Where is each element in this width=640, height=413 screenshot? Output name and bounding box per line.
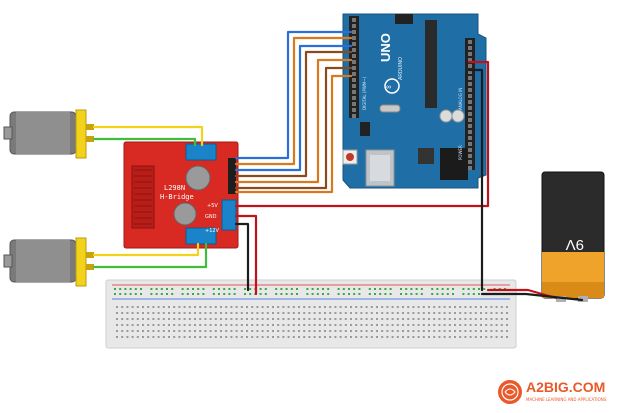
arduino-uno-board: UNO ARDUINO ∞ DIGITAL (PWM~) POWER ANALO… [342,13,487,189]
driver-pin-5v: +5V [207,203,218,209]
breadboard-power-rail [114,288,506,295]
wire-brown-1 [234,50,353,178]
wire-orange-3 [234,74,353,194]
driver-title-line2: H-Bridge [160,193,194,201]
arduino-logo-icon [384,78,400,94]
wire-red-vin [234,60,490,208]
motor-b-terminal [185,227,217,245]
wires [92,30,584,302]
atmega-chip [425,20,437,108]
watermark: A2BIG.COM MACHINE LEARNING AND APPLICATI… [498,379,607,404]
wire-orange-2 [234,58,353,184]
wire-blue-1 [234,30,353,160]
power-terminal [221,199,237,231]
wire-green-motor-top [92,137,197,147]
arduino-digital-pins [352,18,356,118]
driver-pin-12v: +12V [205,228,220,234]
wire-brown-2 [234,66,353,190]
wire-black-driver [234,222,250,292]
breadboard-terminal-grid [116,306,508,338]
heatsink [134,169,152,225]
wire-black-battery [480,292,584,302]
dc-motor-bottom [3,237,94,287]
arduino-power-analog-pins [468,40,472,170]
battery-label: 9V [566,236,584,253]
l298n-driver-board: L298N H-Bridge +5V GND +12V [123,141,239,249]
wire-green-motor-bottom [92,242,208,269]
dc-power-jack [440,148,468,180]
motor-a-terminal [185,143,217,161]
driver-pin-gnd: GND [205,214,217,220]
wire-blue-2 [234,44,353,172]
capacitor-icon [451,109,465,123]
capacitor-icon [439,109,453,123]
power-pins-label: POWER [458,145,463,160]
arduino-brand-sub: ARDUINO [398,57,404,80]
analog-pins-label: ANALOG IN [458,88,463,110]
wire-black-gnd-arduino [467,68,484,292]
watermark-tagline: MACHINE LEARNING AND APPLICATIONS [526,397,607,402]
breadboard [105,279,517,349]
voltage-regulator [418,148,434,164]
driver-capacitor-icon [173,202,197,226]
watermark-brand: A2BIG.COM [526,379,605,395]
wire-yellow-motor-top [92,125,204,147]
wire-orange-1 [234,36,353,166]
arduino-brand: UNO [378,33,393,62]
dc-motor-top [3,109,94,159]
icsp-header [360,122,370,136]
driver-input-header [228,158,236,194]
wire-yellow-motor-bottom [92,242,200,257]
svg-text:∞: ∞ [386,84,391,91]
digital-pins-label: DIGITAL (PWM~) [362,76,367,110]
driver-capacitor-icon [185,165,211,191]
wire-red-driver [234,214,258,296]
driver-title-line1: L298N [164,184,185,192]
battery-9v: 9V [541,171,605,302]
